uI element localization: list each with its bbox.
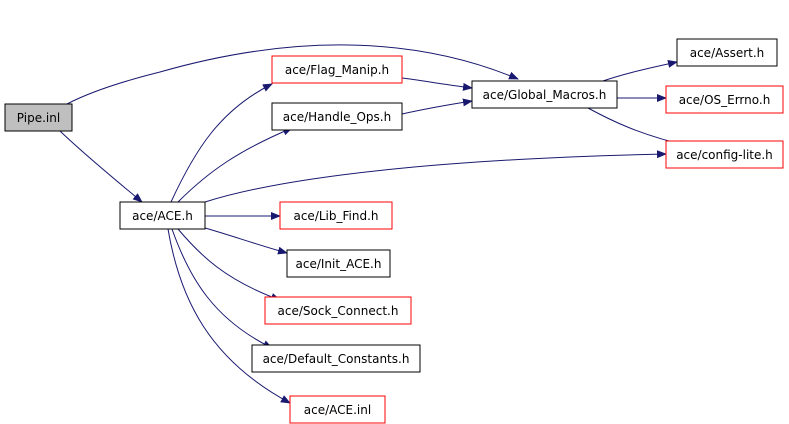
node-ace-inl[interactable]: ace/ACE.inl [289,395,386,424]
edge-pipe-to-ace-h [59,130,143,203]
edge-ace-to-default-constants [171,228,273,349]
edge-ace-to-flag-manip [170,83,273,203]
edge-ace-to-init-ace [204,227,288,255]
node-sock-connect[interactable]: ace/Sock_Connect.h [264,296,412,325]
node-lib-find[interactable]: ace/Lib_Find.h [279,201,393,230]
node-label-ace-inl: ace/ACE.inl [304,403,371,417]
node-label-flag-manip: ace/Flag_Manip.h [285,63,389,77]
node-config-lite[interactable]: ace/config-lite.h [665,140,784,169]
node-label-ace-h: ace/ACE.h [132,209,193,223]
node-label-lib-find: ace/Lib_Find.h [293,209,378,223]
node-ace-h[interactable]: ace/ACE.h [119,201,206,230]
node-label-init-ace: ace/Init_ACE.h [296,257,382,271]
node-assert[interactable]: ace/Assert.h [676,38,778,67]
edge-ace-to-config-lite [204,150,667,203]
edge-pipe-to-global-macros [66,44,519,105]
node-flag-manip[interactable]: ace/Flag_Manip.h [271,55,403,84]
edge-global-macros-to-assert [599,59,678,83]
node-label-default-constants: ace/Default_Constants.h [263,352,410,366]
edge-global-macros-to-config-lite [587,107,690,148]
edges-group [59,44,690,404]
nodes-group: Pipe.inl ace/ACE.h ace/Flag_Manip.h ace/… [4,38,784,424]
node-label-pipe-inl: Pipe.inl [17,111,60,125]
node-pipe-inl[interactable]: Pipe.inl [4,103,73,132]
edge-ace-to-sock-connect [177,228,281,301]
node-label-assert: ace/Assert.h [690,46,765,60]
edge-ace-to-ace-inl [167,228,291,404]
node-label-sock-connect: ace/Sock_Connect.h [278,304,399,318]
node-label-global-macros: ace/Global_Macros.h [483,88,607,102]
node-default-constants[interactable]: ace/Default_Constants.h [251,344,421,373]
node-handle-ops[interactable]: ace/Handle_Ops.h [271,102,403,131]
node-os-errno[interactable]: ace/OS_Errno.h [665,85,784,114]
edge-handle-ops-to-global-macros [401,98,473,115]
edge-ace-to-handle-ops [177,127,293,203]
node-global-macros[interactable]: ace/Global_Macros.h [471,80,618,109]
node-init-ace[interactable]: ace/Init_ACE.h [286,249,391,278]
node-label-os-errno: ace/OS_Errno.h [679,93,771,107]
node-label-config-lite: ace/config-lite.h [676,148,773,162]
node-label-handle-ops: ace/Handle_Ops.h [283,110,391,124]
edge-flag-manip-to-global-macros [401,77,473,91]
